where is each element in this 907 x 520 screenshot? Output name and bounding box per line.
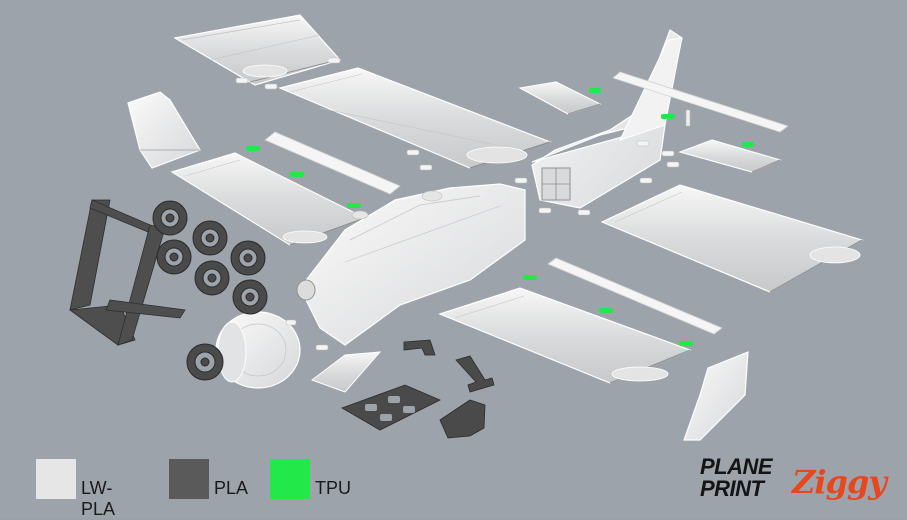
display-stand [68,199,186,346]
legend-label-tpu: TPU [315,478,351,498]
wheel-7 [186,343,224,381]
logo-line-print: PRINT [700,476,764,501]
wheel-2 [192,220,228,256]
connector-pieces-top [235,57,341,90]
tpu-insert-9 [679,341,693,346]
fuselage-front [296,183,526,346]
stabilizer-right [678,139,782,173]
logo-line-plane: PLANE [700,454,773,479]
battery-hatch [310,351,382,393]
wing-spar-left [264,131,401,195]
wheel-5 [194,260,230,296]
tpu-insert-3 [347,203,361,208]
connector-pieces-mid [514,140,680,216]
rudder-left [127,91,201,169]
tpu-insert-1 [246,146,260,151]
wheel-6 [232,279,268,315]
tpu-insert-7 [523,275,537,280]
main-wing-center [278,67,552,171]
main-wing-lower-right [438,287,692,384]
legend-swatch-pla [169,459,209,499]
tpu-insert-2 [290,172,304,177]
legend-label-pla: PLA [214,478,249,498]
legend-label-lw-pla: LW-PLA [81,478,116,519]
wheel-4 [230,240,266,276]
tpu-insert-8 [599,308,613,313]
wing-panel-top-left [173,14,342,86]
wheels-set [152,200,268,381]
wing-panel-right [600,184,864,293]
tpu-insert-6 [742,142,754,147]
wheel-3 [156,239,192,275]
rudder-right [683,351,749,441]
servo-plate [341,384,441,431]
wing-spar-right [547,257,723,335]
motor-brackets [403,339,495,439]
tpu-insert-5 [589,88,601,93]
legend-swatch-tpu [270,459,310,499]
legend-swatch-lw-pla [36,459,76,499]
logo-product-name: Ziggy [792,463,887,501]
engine-cowling [215,311,329,389]
stabilizer-left [518,81,602,115]
wheel-1 [152,200,188,236]
tail-spar [612,71,789,133]
planeprint-ziggy-logo: PLANE PRINT Ziggy [700,456,890,506]
fuselage-rear [531,29,683,209]
tpu-insert-4 [661,114,675,119]
